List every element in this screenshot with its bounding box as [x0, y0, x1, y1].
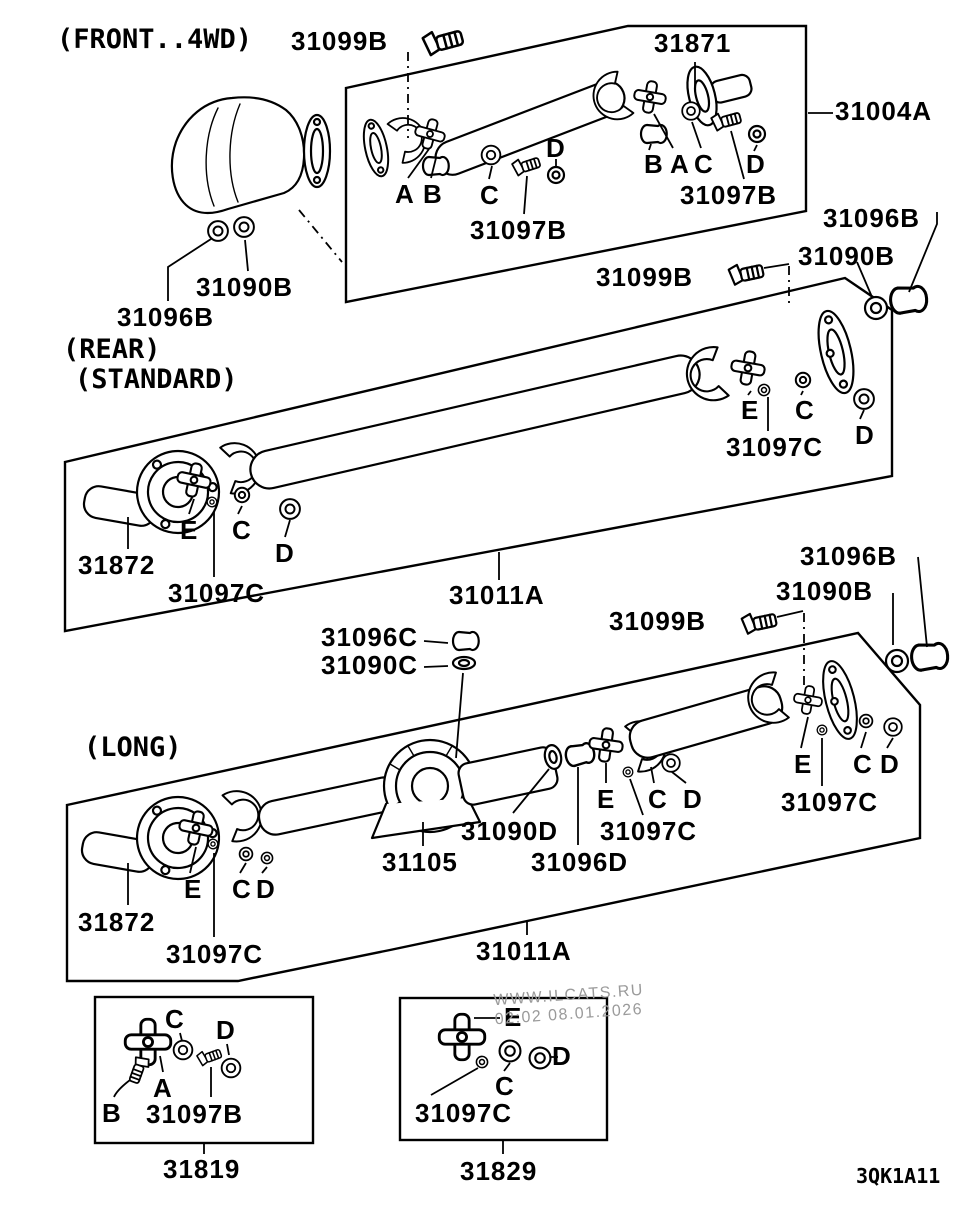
pn-31097c-mid: 31097C: [600, 816, 698, 846]
header-long: (LONG): [84, 732, 182, 763]
leader-lines: [113, 62, 938, 1154]
ref-a-box1: A: [153, 1073, 173, 1103]
ref-a-front-right: A: [670, 149, 690, 179]
pn-31097b-box1: 31097B: [146, 1099, 244, 1129]
ref-c-box1: C: [165, 1004, 185, 1034]
rear-box: [63, 276, 894, 633]
ref-c-rear-left: C: [232, 515, 252, 545]
center-bearing-31105-icon: [370, 738, 482, 840]
ref-c-long-left: C: [232, 874, 252, 904]
pn-31011a-long: 31011A: [476, 936, 572, 966]
ref-b-front-right: B: [644, 149, 664, 179]
pn-31819: 31819: [163, 1154, 241, 1184]
pn-31097c-rear-right: 31097C: [726, 432, 824, 462]
pn-31096b-long: 31096B: [800, 541, 898, 571]
pn-31097c-rear-left: 31097C: [168, 578, 266, 608]
pn-31099b-front: 31099B: [291, 26, 389, 56]
pn-31096b-top-right: 31096B: [823, 203, 921, 233]
long-box: [65, 631, 922, 983]
front-box: [344, 24, 808, 304]
pn-31105: 31105: [382, 847, 458, 877]
code-3qk1a11: 3QK1A11: [856, 1164, 941, 1188]
ref-b-box1: B: [102, 1098, 122, 1128]
pn-31096c: 31096C: [321, 622, 419, 652]
pn-31090d: 31090D: [461, 816, 559, 846]
washer-31090c-icon: [451, 655, 477, 671]
pn-31096b-left: 31096B: [117, 302, 215, 332]
ref-d-rear-left: D: [275, 538, 295, 568]
differential-drawing: [170, 96, 332, 242]
ref-d-long-left: D: [256, 874, 276, 904]
ref-e-box2: E: [504, 1002, 523, 1032]
ref-d-front-right: D: [746, 149, 766, 179]
pn-31097b-front-left: 31097B: [470, 215, 568, 245]
pn-31829: 31829: [460, 1156, 538, 1186]
pn-31872-rear: 31872: [78, 550, 156, 580]
header-standard: (STANDARD): [75, 364, 238, 395]
ref-e-mid: E: [597, 784, 616, 814]
pn-31097c-long-right: 31097C: [781, 787, 879, 817]
pn-31011a-rear: 31011A: [449, 580, 545, 610]
header-rear: (REAR): [63, 334, 161, 365]
long-propeller-shaft-drawing: [80, 656, 903, 886]
ref-c-front-right: C: [694, 149, 714, 179]
ref-c-mid: C: [648, 784, 668, 814]
ref-d-front-left: D: [546, 133, 566, 163]
pn-31090b-left: 31090B: [196, 272, 294, 302]
dash-dot-lines: [298, 52, 805, 690]
ref-d-long-right: D: [880, 749, 900, 779]
pn-31090b-long: 31090B: [776, 576, 874, 606]
ref-d-box2: D: [552, 1041, 572, 1071]
header-front-4wd: (FRONT..4WD): [57, 24, 253, 55]
front-propeller-shaft-drawing: [358, 23, 767, 185]
mid-fasteners: [451, 630, 480, 671]
pn-31097b-front-right: 31097B: [680, 180, 778, 210]
rear-standard-propeller-shaft-drawing: [82, 306, 875, 540]
pn-31872-long: 31872: [78, 907, 156, 937]
pn-31096d: 31096D: [531, 847, 629, 877]
ref-e-long-right: E: [794, 749, 813, 779]
pn-31099b-rear: 31099B: [596, 262, 694, 292]
long-shaft-tube-rear: [628, 685, 784, 759]
pn-31090c: 31090C: [321, 650, 419, 680]
ref-e-rear-left: E: [180, 515, 199, 545]
ref-c-rear-right: C: [795, 395, 815, 425]
ref-b-front-left: B: [423, 179, 443, 209]
ref-e-long-left: E: [184, 874, 203, 904]
ref-d-box1: D: [216, 1015, 236, 1045]
ref-d-rear-right: D: [855, 420, 875, 450]
ref-a-front-left: A: [395, 179, 415, 209]
pn-31090b-right: 31090B: [798, 241, 896, 271]
pn-31004a: 31004A: [835, 96, 933, 126]
ref-c-box2: C: [495, 1071, 515, 1101]
pn-31097c-box2: 31097C: [415, 1098, 513, 1128]
ref-d-mid: D: [683, 784, 703, 814]
ref-c-front-left: C: [480, 180, 500, 210]
pn-31099b-long: 31099B: [609, 606, 707, 636]
pn-31871: 31871: [654, 28, 732, 58]
pn-31097c-long-left: 31097C: [166, 939, 264, 969]
ref-e-rear-right: E: [741, 395, 760, 425]
ref-c-long-right: C: [853, 749, 873, 779]
rear-shaft-tube: [249, 354, 701, 490]
